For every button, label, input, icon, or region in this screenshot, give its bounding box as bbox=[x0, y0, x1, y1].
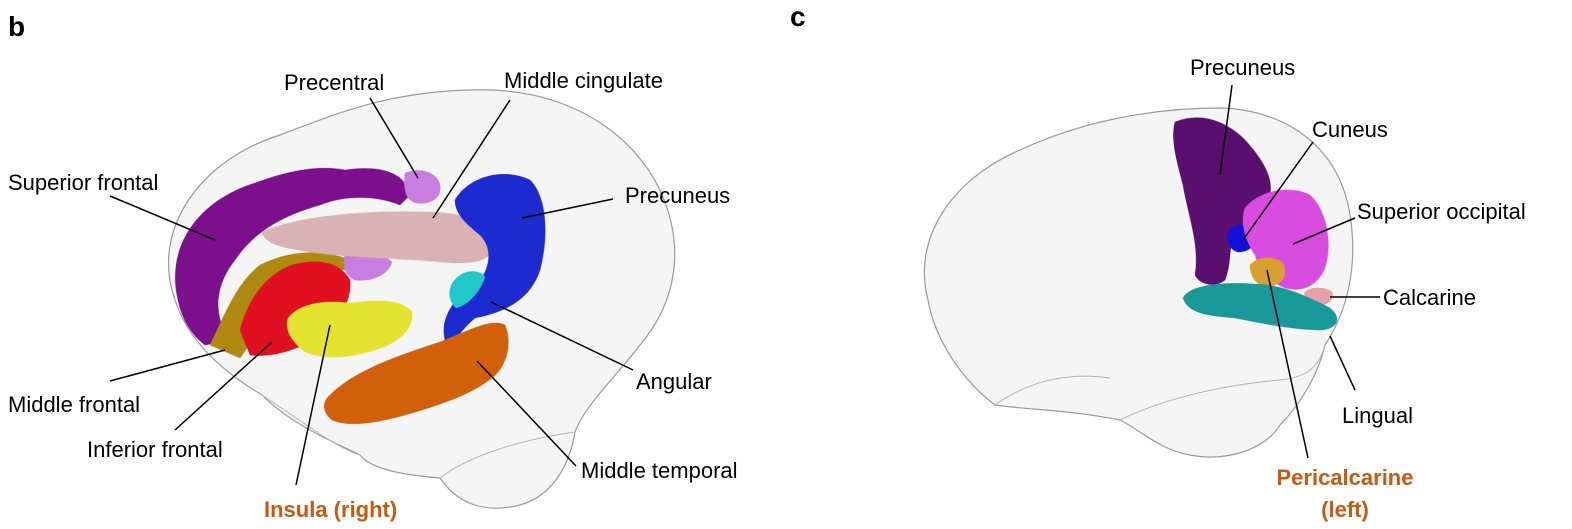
panel-c: c Precuneus Cuneus Superior occipital Ca… bbox=[790, 1, 1526, 522]
label-insula-right: Insula (right) bbox=[264, 497, 397, 522]
panel-b-letter: b bbox=[8, 11, 25, 42]
label-middle-cingulate: Middle cingulate bbox=[504, 68, 663, 93]
label-precentral: Precentral bbox=[284, 70, 384, 95]
label-middle-frontal: Middle frontal bbox=[8, 392, 140, 417]
label-lingual: Lingual bbox=[1342, 403, 1413, 428]
label-pericalcarine-line1: Pericalcarine bbox=[1277, 465, 1414, 490]
label-precuneus-b: Precuneus bbox=[625, 183, 730, 208]
label-pericalcarine-line2: (left) bbox=[1321, 497, 1369, 522]
label-superior-frontal: Superior frontal bbox=[8, 170, 158, 195]
leader-middle-frontal bbox=[110, 350, 225, 381]
label-angular: Angular bbox=[636, 369, 712, 394]
label-cuneus: Cuneus bbox=[1312, 117, 1388, 142]
label-precuneus-c: Precuneus bbox=[1190, 55, 1295, 80]
label-superior-occipital: Superior occipital bbox=[1357, 199, 1526, 224]
leader-lingual bbox=[1330, 336, 1355, 390]
label-middle-temporal: Middle temporal bbox=[581, 458, 738, 483]
label-inferior-frontal: Inferior frontal bbox=[87, 437, 223, 462]
label-calcarine: Calcarine bbox=[1383, 285, 1476, 310]
panel-c-letter: c bbox=[790, 1, 806, 32]
panel-b: b Precentral Middle cingulate Superior f… bbox=[8, 11, 738, 522]
